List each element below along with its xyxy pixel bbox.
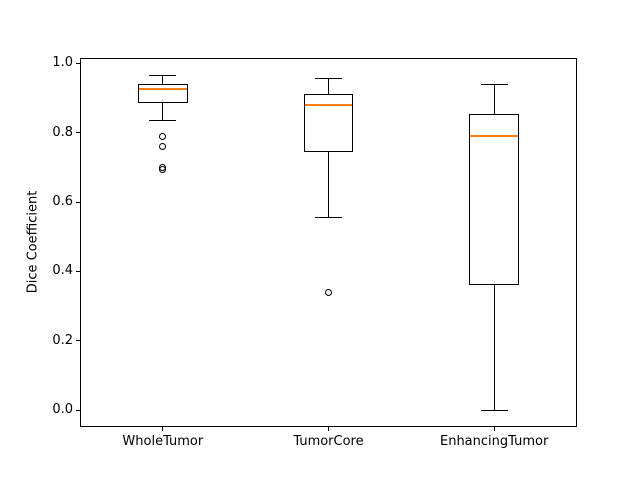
y-tick-0.6 xyxy=(76,201,80,203)
y-tick-label-0.0: 0.0 xyxy=(52,402,73,418)
x-tick-tumorcore xyxy=(328,427,329,431)
y-tick-label-0.8: 0.8 xyxy=(52,124,73,140)
x-tick-label-enhancingtumor: EnhancingTumor xyxy=(439,434,549,449)
y-tick-0.8 xyxy=(76,132,80,134)
x-tick-enhancingtumor xyxy=(493,427,495,431)
whisker-lower-tumorcore xyxy=(328,151,329,218)
flier-wholetumor-0 xyxy=(159,132,167,140)
cap-lower-enhancingtumor xyxy=(480,409,508,411)
flier-tumorcore-0 xyxy=(325,288,332,296)
whisker-upper-wholetumor xyxy=(162,75,164,85)
whisker-upper-enhancingtumor xyxy=(493,84,495,114)
x-tick-label-wholetumor: WholeTumor xyxy=(122,434,204,449)
median-line-wholetumor xyxy=(139,88,187,91)
x-tick-wholetumor xyxy=(162,427,164,431)
whisker-lower-enhancingtumor xyxy=(493,285,495,411)
cap-upper-enhancingtumor xyxy=(480,83,508,85)
y-tick-0.2 xyxy=(76,340,80,342)
median-line-enhancingtumor xyxy=(470,135,518,138)
whisker-upper-tumorcore xyxy=(328,78,329,95)
x-tick-label-tumorcore: TumorCore xyxy=(293,434,364,449)
y-tick-0.0 xyxy=(76,409,80,411)
y-tick-label-0.2: 0.2 xyxy=(52,332,73,348)
cap-upper-wholetumor xyxy=(149,74,177,76)
y-tick-0.4 xyxy=(76,270,80,272)
median-line-tumorcore xyxy=(304,103,353,106)
box-enhancingtumor xyxy=(469,113,519,286)
flier-wholetumor-1 xyxy=(159,143,167,151)
y-tick-label-1.0: 1.0 xyxy=(52,55,73,71)
box-wholetumor xyxy=(138,84,188,104)
y-tick-label-0.6: 0.6 xyxy=(52,194,73,210)
cap-lower-wholetumor xyxy=(149,119,177,121)
cap-lower-tumorcore xyxy=(314,217,343,219)
y-axis-label: Dice Coefficient xyxy=(25,190,41,294)
flier-wholetumor-3 xyxy=(159,165,167,173)
cap-upper-tumorcore xyxy=(314,78,343,80)
whisker-lower-wholetumor xyxy=(162,103,164,121)
y-tick-label-0.4: 0.4 xyxy=(52,263,73,279)
y-tick-1.0 xyxy=(76,62,80,64)
